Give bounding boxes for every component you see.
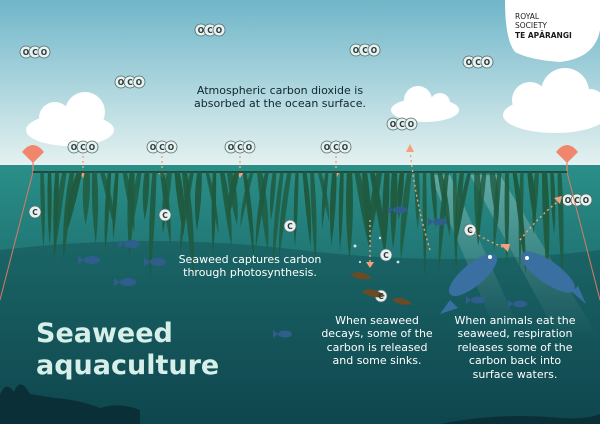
photosynthesis-label: Seaweed captures carbon through photosyn… — [170, 253, 330, 280]
oxygen-symbol: O — [564, 195, 572, 205]
carbon-symbol: C — [237, 142, 243, 152]
oxygen-symbol: O — [197, 25, 205, 35]
oxygen-symbol: O — [149, 142, 157, 152]
fish-icon — [388, 206, 407, 214]
fish-icon — [428, 218, 447, 226]
oxygen-symbol: O — [135, 77, 143, 87]
carbon-symbol: C — [32, 207, 38, 217]
oxygen-symbol: O — [167, 142, 175, 152]
fish-icon — [118, 240, 140, 248]
oxygen-symbol: O — [582, 195, 590, 205]
carbon-symbol: C — [159, 142, 165, 152]
oxygen-symbol: O — [389, 119, 397, 129]
decay-label-line-2: decays, some of the — [321, 327, 433, 341]
carbon-atom-icon — [379, 248, 393, 262]
respiration-label-line-2: seaweed, respiration — [457, 327, 573, 341]
logo-icon — [505, 0, 600, 62]
carbon-symbol: C — [333, 142, 339, 152]
decay-label: When seaweed decays, some of the carbon … — [318, 314, 436, 368]
decay-label-line-1: When seaweed — [335, 314, 419, 327]
diagram-title: Seaweed aquaculture — [36, 318, 219, 383]
fish-icon — [466, 296, 485, 304]
oxygen-symbol: O — [70, 142, 78, 152]
arrow-heads — [366, 144, 562, 268]
oxygen-symbol: O — [40, 47, 48, 57]
oxygen-symbol: O — [215, 25, 223, 35]
fish-icon — [114, 278, 136, 286]
decaying-seaweed — [350, 272, 412, 305]
oxygen-symbol: O — [341, 142, 349, 152]
oxygen-symbol: O — [323, 142, 331, 152]
oxygen-symbol: O — [245, 142, 253, 152]
decay-label-line-4: and some sinks. — [332, 354, 422, 368]
respiration-label: When animals eat the seaweed, respiratio… — [445, 314, 585, 381]
oxygen-symbol: O — [227, 142, 235, 152]
fish-icon — [78, 256, 100, 264]
oxygen-symbol: O — [370, 45, 378, 55]
bubbles — [353, 236, 400, 264]
cloud-icon — [391, 86, 459, 122]
carbon-symbol: C — [162, 210, 168, 220]
buoy-icon — [0, 145, 44, 301]
respiration-label-line-1: When animals eat the — [454, 314, 576, 327]
respiration-label-line-4: carbon back into — [468, 354, 562, 368]
carbon-symbol: C — [383, 250, 389, 260]
carbon-atom-icon — [28, 205, 42, 219]
logo-line-1: ROYAL — [515, 12, 540, 21]
fish-icon — [521, 251, 586, 304]
carbon-atom-icon — [158, 208, 172, 222]
logo-line-3: TE APĀRANGI — [515, 30, 572, 40]
decay-label-line-3: carbon is released — [326, 340, 428, 354]
oxygen-symbol: O — [352, 45, 360, 55]
seabed-rocks — [0, 384, 140, 424]
respiration-label-line-5: surface waters. — [472, 367, 558, 381]
cloud-icon — [503, 68, 600, 133]
cloud-icon — [26, 92, 114, 146]
fish-icon — [508, 300, 527, 308]
carbon-symbol: C — [80, 142, 86, 152]
carbon-symbol: C — [399, 119, 405, 129]
carbon-symbol: C — [378, 291, 384, 301]
carbon-symbol: C — [32, 47, 38, 57]
oxygen-symbol: O — [483, 57, 491, 67]
respiration-arrows — [369, 149, 561, 262]
carbon-symbol: C — [362, 45, 368, 55]
carbon-symbol: C — [467, 225, 473, 235]
logo-line-2: SOCIETY — [515, 21, 548, 31]
photosynthesis-label-line-1: Seaweed captures carbon — [178, 253, 322, 266]
title-line-2: aquaculture — [36, 350, 220, 382]
carbon-atom-icon — [283, 219, 297, 233]
logo-text: ROYAL SOCIETY TE APĀRANGI — [515, 12, 572, 40]
photosynthesis-label-line-2: through photosynthesis. — [183, 266, 317, 280]
carbon-symbol: C — [574, 195, 580, 205]
fish-icon — [440, 253, 498, 314]
atmosphere-label-line-1: Atmospheric carbon dioxide is — [196, 84, 364, 97]
oxygen-symbol: O — [22, 47, 30, 57]
seabed-rocks — [440, 414, 600, 424]
oxygen-symbol: O — [117, 77, 125, 87]
carbon-symbol: C — [127, 77, 133, 87]
buoy-icon — [556, 145, 600, 301]
atmosphere-label-line-2: absorbed at the ocean surface. — [194, 97, 366, 111]
fish-icon — [144, 258, 166, 266]
carbon-symbol: C — [207, 25, 213, 35]
carbon-symbol: C — [287, 221, 293, 231]
respiration-label-line-3: releases some of the — [457, 340, 573, 354]
atmosphere-label: Atmospheric carbon dioxide is absorbed a… — [180, 84, 380, 111]
title-line-1: Seaweed — [36, 318, 173, 349]
oxygen-symbol: O — [407, 119, 415, 129]
fish-icon — [273, 330, 292, 338]
oxygen-symbol: O — [88, 142, 96, 152]
carbon-symbol: C — [475, 57, 481, 67]
oxygen-symbol: O — [465, 57, 473, 67]
